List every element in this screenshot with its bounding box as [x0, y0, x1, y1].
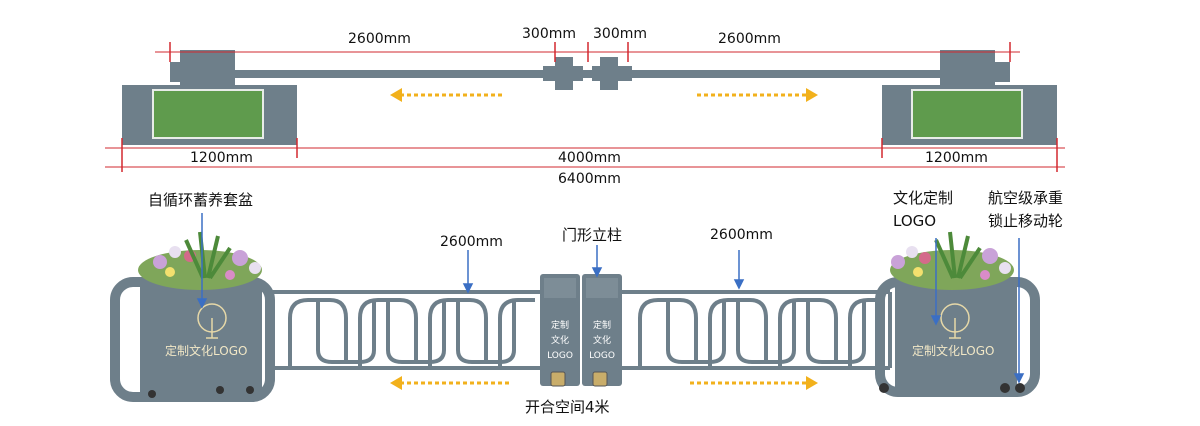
left-planter-wheel	[216, 386, 224, 394]
plan-view	[105, 42, 1065, 172]
fence-panel-left	[266, 290, 540, 370]
dim-left-span: 2600mm	[348, 31, 411, 47]
post-left-lock	[550, 371, 566, 387]
post-text-right-3: LOGO	[589, 351, 615, 361]
elevation-view	[110, 213, 1040, 402]
wheel-label-line1: 航空级承重	[988, 189, 1064, 207]
post-text-left-1: 定制	[550, 321, 569, 331]
post-right-lock	[592, 371, 608, 387]
elev-arrow-right-head	[806, 376, 818, 390]
gate-posts	[540, 274, 622, 387]
left-planter	[110, 231, 275, 402]
plan-post-right-arm	[592, 66, 632, 81]
plan-arrow-left-head	[390, 88, 402, 102]
post-text-right: 定制 文化 LOGO	[586, 320, 618, 362]
dim-middle: 4000mm	[558, 150, 621, 166]
elev-right-span: 2600mm	[710, 227, 773, 243]
post-text-right-1: 定制	[592, 321, 611, 331]
post-text-left-3: LOGO	[547, 351, 573, 361]
planter-logo-right: 定制文化LOGO	[912, 344, 995, 358]
post-text-right-2: 文化	[592, 336, 611, 346]
post-label: 门形立柱	[562, 226, 623, 244]
tree-logo-icon	[940, 303, 970, 339]
plan-arrow-right-head	[806, 88, 818, 102]
logo-label-line2: LOGO	[893, 212, 937, 230]
plan-left-green	[152, 89, 264, 139]
pointer-arrows	[196, 213, 1025, 384]
right-flowers	[890, 231, 1014, 290]
planter-logo-left: 定制文化LOGO	[165, 344, 248, 358]
post-left-cap	[544, 278, 576, 298]
plan-right-green	[911, 89, 1023, 139]
dim-center-right: 300mm	[593, 26, 647, 42]
dim-left-planter: 1200mm	[190, 150, 253, 166]
dim-right-planter: 1200mm	[925, 150, 988, 166]
wheel-label-line2: 锁止移动轮	[988, 212, 1064, 230]
dim-total: 6400mm	[558, 171, 621, 187]
post-right-cap	[586, 278, 618, 298]
right-planter	[875, 231, 1040, 397]
plan-left-planter-top	[180, 50, 235, 85]
right-planter-body	[895, 282, 1017, 390]
elev-arrow-left-head	[390, 376, 402, 390]
dim-right-span: 2600mm	[718, 31, 781, 47]
dim-center-left: 300mm	[522, 26, 576, 42]
post-text-left: 定制 文化 LOGO	[544, 320, 576, 362]
left-planter-wheel	[246, 386, 254, 394]
right-planter-wheel	[1015, 383, 1025, 393]
logo-label-line1: 文化定制	[893, 189, 954, 207]
left-planter-wheel	[148, 390, 156, 398]
post-left	[540, 274, 580, 386]
right-planter-wheel	[879, 383, 889, 393]
plan-right-planter-top	[940, 50, 995, 85]
opening-label: 开合空间4米	[525, 398, 610, 416]
right-planter-wheel	[1000, 383, 1010, 393]
post-right	[582, 274, 622, 386]
plan-rail	[230, 70, 950, 78]
post-text-left-2: 文化	[550, 336, 569, 346]
tree-logo-icon	[197, 303, 227, 339]
elev-left-span: 2600mm	[440, 234, 503, 250]
plan-post-left-arm	[543, 66, 583, 81]
left-flowers	[138, 231, 262, 290]
planter-label: 自循环蓄养套盆	[148, 191, 254, 209]
fence-panel-right	[622, 290, 892, 370]
